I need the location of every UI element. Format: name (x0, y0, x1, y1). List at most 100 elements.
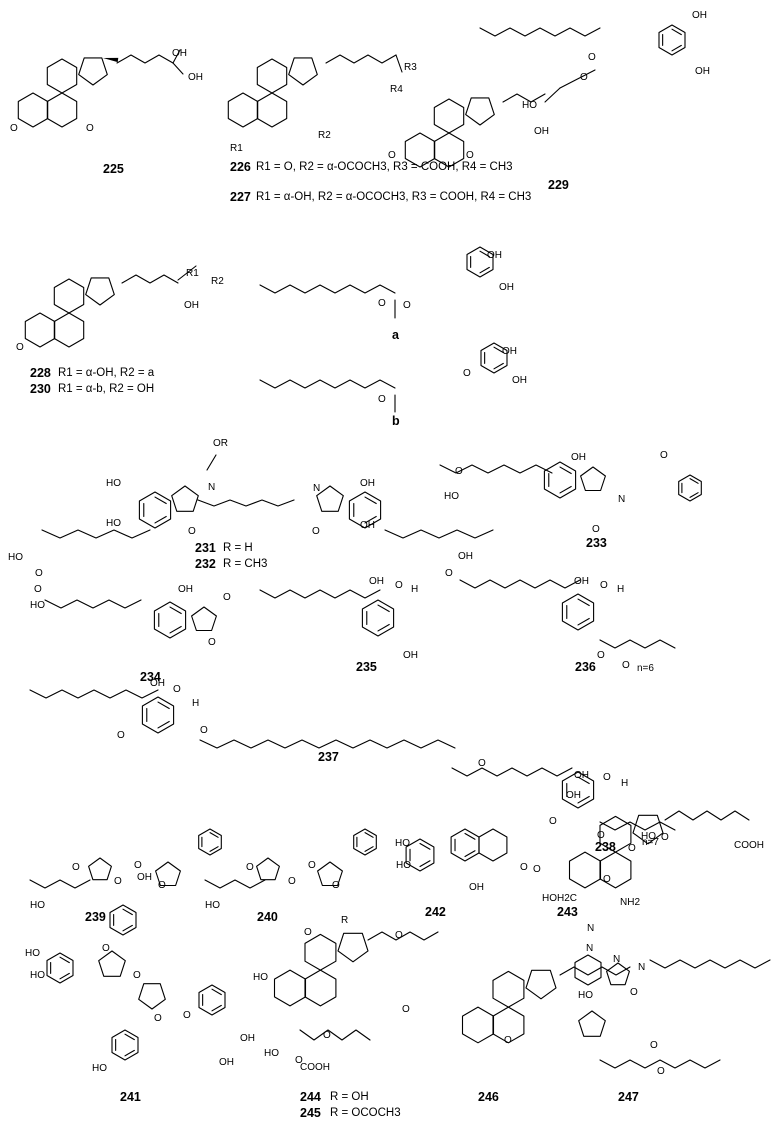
atom-o: O (478, 758, 486, 769)
atom-h: H (192, 698, 200, 709)
bond (466, 246, 494, 278)
atom-o: O (603, 772, 611, 783)
atom-o: O (660, 450, 668, 461)
mol-225 (17, 49, 184, 128)
bond (256, 58, 288, 94)
atom-oh: OH (469, 882, 484, 893)
bond (599, 815, 632, 853)
compound-desc-245: R = OCOCH3 (330, 1107, 401, 1119)
atom-o: O (657, 1066, 665, 1077)
atom-o: O (378, 394, 386, 405)
atom-oh: OH (534, 126, 549, 137)
compound-desc-228: R1 = α-OH, R2 = a (58, 367, 155, 379)
bond (599, 639, 676, 649)
bond (259, 379, 396, 389)
atom-r1: R1 (186, 268, 199, 279)
bond (451, 767, 573, 777)
atom-ho: HO (396, 860, 411, 871)
atom-o: O (603, 874, 611, 885)
bond (353, 828, 377, 856)
bond (433, 132, 465, 168)
atom-o: O (378, 298, 386, 309)
atom-n7: n=7 (642, 837, 659, 848)
atom-ho: HO (30, 600, 45, 611)
bond (671, 28, 682, 36)
atom-ho: HO (578, 990, 593, 1001)
atom-o: O (395, 930, 403, 941)
atom-oh: OH (571, 452, 586, 463)
atom-o: O (388, 150, 396, 161)
bond (559, 69, 596, 89)
atom-ho: HO (522, 100, 537, 111)
sub-b (259, 342, 508, 413)
bond (41, 529, 151, 539)
compound-number-231: 231 (195, 541, 216, 555)
atom-oh: OH (566, 790, 581, 801)
bond (157, 701, 170, 710)
atom-ho: HO (30, 900, 45, 911)
bond (122, 908, 133, 916)
atom-ho: HO (444, 491, 459, 502)
compound-number-246: 246 (478, 1090, 499, 1104)
bond (78, 57, 108, 86)
bond (155, 861, 181, 887)
atom-oh: OH (458, 551, 473, 562)
bond (439, 464, 553, 474)
compound-number-242: 242 (425, 905, 446, 919)
compound-desc-227: R1 = α-OH, R2 = α-OCOCH3, R3 = COOH, R4 … (256, 191, 532, 203)
bond (316, 485, 344, 512)
bond (169, 606, 182, 615)
bond (632, 814, 664, 845)
atom-o: O (588, 52, 596, 63)
mol-229 (404, 24, 686, 168)
atom-ho: HO (264, 1048, 279, 1059)
atom-ho: HO (205, 900, 220, 911)
atom-o: O (304, 927, 312, 938)
bond (461, 1006, 495, 1044)
atom-n: N (587, 923, 595, 934)
bond (405, 838, 435, 872)
compound-number-226: 226 (230, 160, 251, 174)
substituent-a: a (392, 328, 399, 342)
atom-oh: OH (487, 250, 502, 261)
atom-o: O (308, 860, 316, 871)
bond (419, 842, 431, 850)
atom-n: N (638, 962, 646, 973)
atom-o: O (403, 300, 411, 311)
atom-n: N (586, 943, 594, 954)
bond (493, 346, 504, 354)
atom-o: O (661, 832, 669, 843)
bond (480, 342, 508, 374)
bond (259, 284, 396, 294)
atom-o: O (533, 864, 541, 875)
atom-o: O (288, 876, 296, 887)
atom-ho: HO (25, 948, 40, 959)
mol-239 (29, 828, 222, 889)
compound-number-227: 227 (230, 190, 251, 204)
atom-o: O (173, 684, 181, 695)
atom-oh: OH (369, 576, 384, 587)
bond (177, 265, 197, 281)
atom-n6: n=6 (637, 663, 654, 674)
bond (98, 950, 126, 977)
bond (580, 466, 606, 492)
bond (325, 54, 397, 64)
compound-desc-226: R1 = O, R2 = α-OCOCH3, R3 = COOH, R4 = C… (256, 161, 513, 173)
compound-number-229: 229 (548, 178, 569, 192)
atom-o: O (402, 1004, 410, 1015)
atom-o: O (246, 862, 254, 873)
atom-oh: OH (695, 66, 710, 77)
atom-oh: OH (184, 300, 199, 311)
bond (568, 851, 602, 889)
bond (44, 599, 142, 609)
bond (465, 97, 495, 126)
bond (377, 623, 390, 632)
atom-oh: OH (360, 478, 375, 489)
compound-number-247: 247 (618, 1090, 639, 1104)
atom-o: O (72, 862, 80, 873)
bond (419, 860, 431, 868)
bond (169, 625, 182, 634)
bond (157, 720, 170, 729)
bond (543, 461, 577, 499)
